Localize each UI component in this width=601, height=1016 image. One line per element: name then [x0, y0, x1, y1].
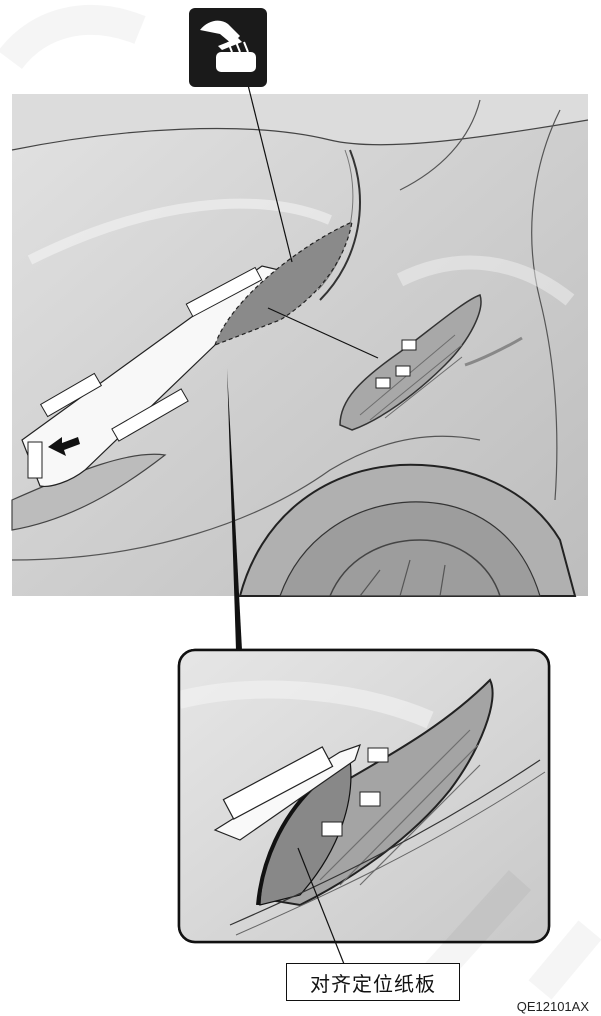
- figure-code: QE12101AX: [517, 999, 589, 1014]
- callout-label: 对齐定位纸板: [286, 963, 460, 1001]
- car-body-panel: [12, 94, 588, 596]
- apply-adhesive-tool-icon: [189, 8, 267, 87]
- callout-text: 对齐定位纸板: [310, 968, 436, 997]
